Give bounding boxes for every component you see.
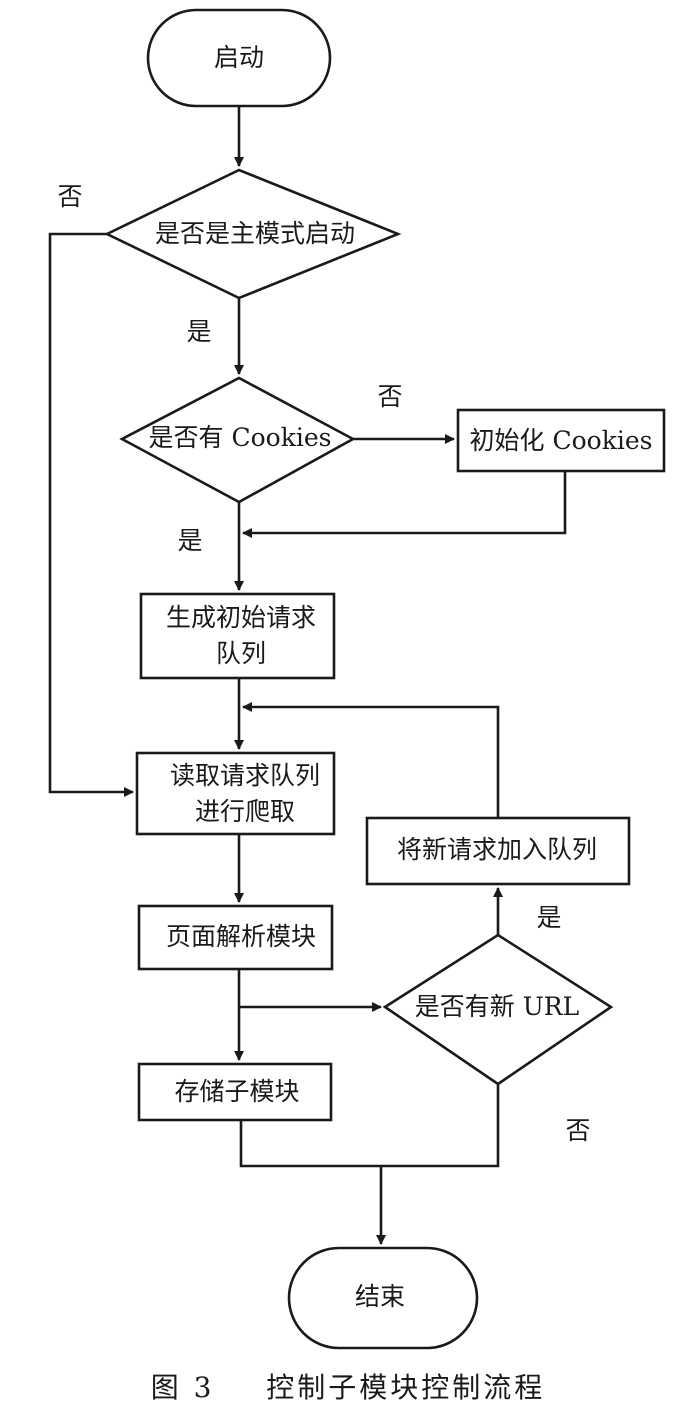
add-queue-box (365, 816, 631, 886)
init-cookies-box (456, 408, 666, 473)
figure-title: 控制子模块控制流程 (266, 1371, 546, 1404)
decision-new-url-label: 是否有新 URL (414, 992, 580, 1021)
gen-queue-line1: 生成初始请求 (165, 603, 317, 632)
read-queue-line2: 进行爬取 (194, 797, 296, 826)
parse-box (137, 904, 334, 971)
storage-box (137, 1062, 333, 1122)
gen-queue-label: 生成初始请求 队列 (166, 600, 316, 672)
init-cookies-label: 初始化 Cookies (469, 426, 653, 455)
decision-master-label: 是否是主模式启动 (154, 219, 356, 248)
figure-number: 图 3 (150, 1371, 215, 1404)
cookies-yes-label: 是 (177, 526, 203, 555)
figure-caption: 图 3 控制子模块控制流程 (0, 1366, 696, 1406)
edge-init-to-merge (242, 471, 567, 538)
edge-storage-to-join (239, 1084, 500, 1168)
edge-master-no (48, 232, 134, 797)
master-yes-label: 是 (186, 317, 212, 346)
read-queue-box (135, 751, 336, 836)
gen-queue-box (139, 592, 336, 680)
new-url-yes-label: 是 (536, 903, 562, 932)
cookies-no-label: 否 (377, 382, 403, 411)
storage-label: 存储子模块 (174, 1077, 300, 1106)
decision-new-url-diamond (382, 933, 614, 1086)
master-no-label: 否 (57, 182, 83, 211)
start-label: 启动 (213, 43, 265, 72)
edge-add-to-merge (242, 702, 500, 818)
end-label: 结束 (354, 1282, 406, 1311)
end-terminal (287, 1246, 479, 1350)
read-queue-label: 读取请求队列 进行爬取 (170, 758, 320, 830)
decision-master-diamond (104, 168, 402, 300)
read-queue-line1: 读取请求队列 (169, 761, 321, 790)
new-url-no-label: 否 (565, 1116, 591, 1145)
decision-cookies-label: 是否有 Cookies (148, 423, 332, 452)
gen-queue-line2: 队列 (215, 639, 267, 668)
parse-label: 页面解析模块 (165, 922, 317, 951)
add-queue-label: 将新请求加入队列 (396, 835, 598, 864)
